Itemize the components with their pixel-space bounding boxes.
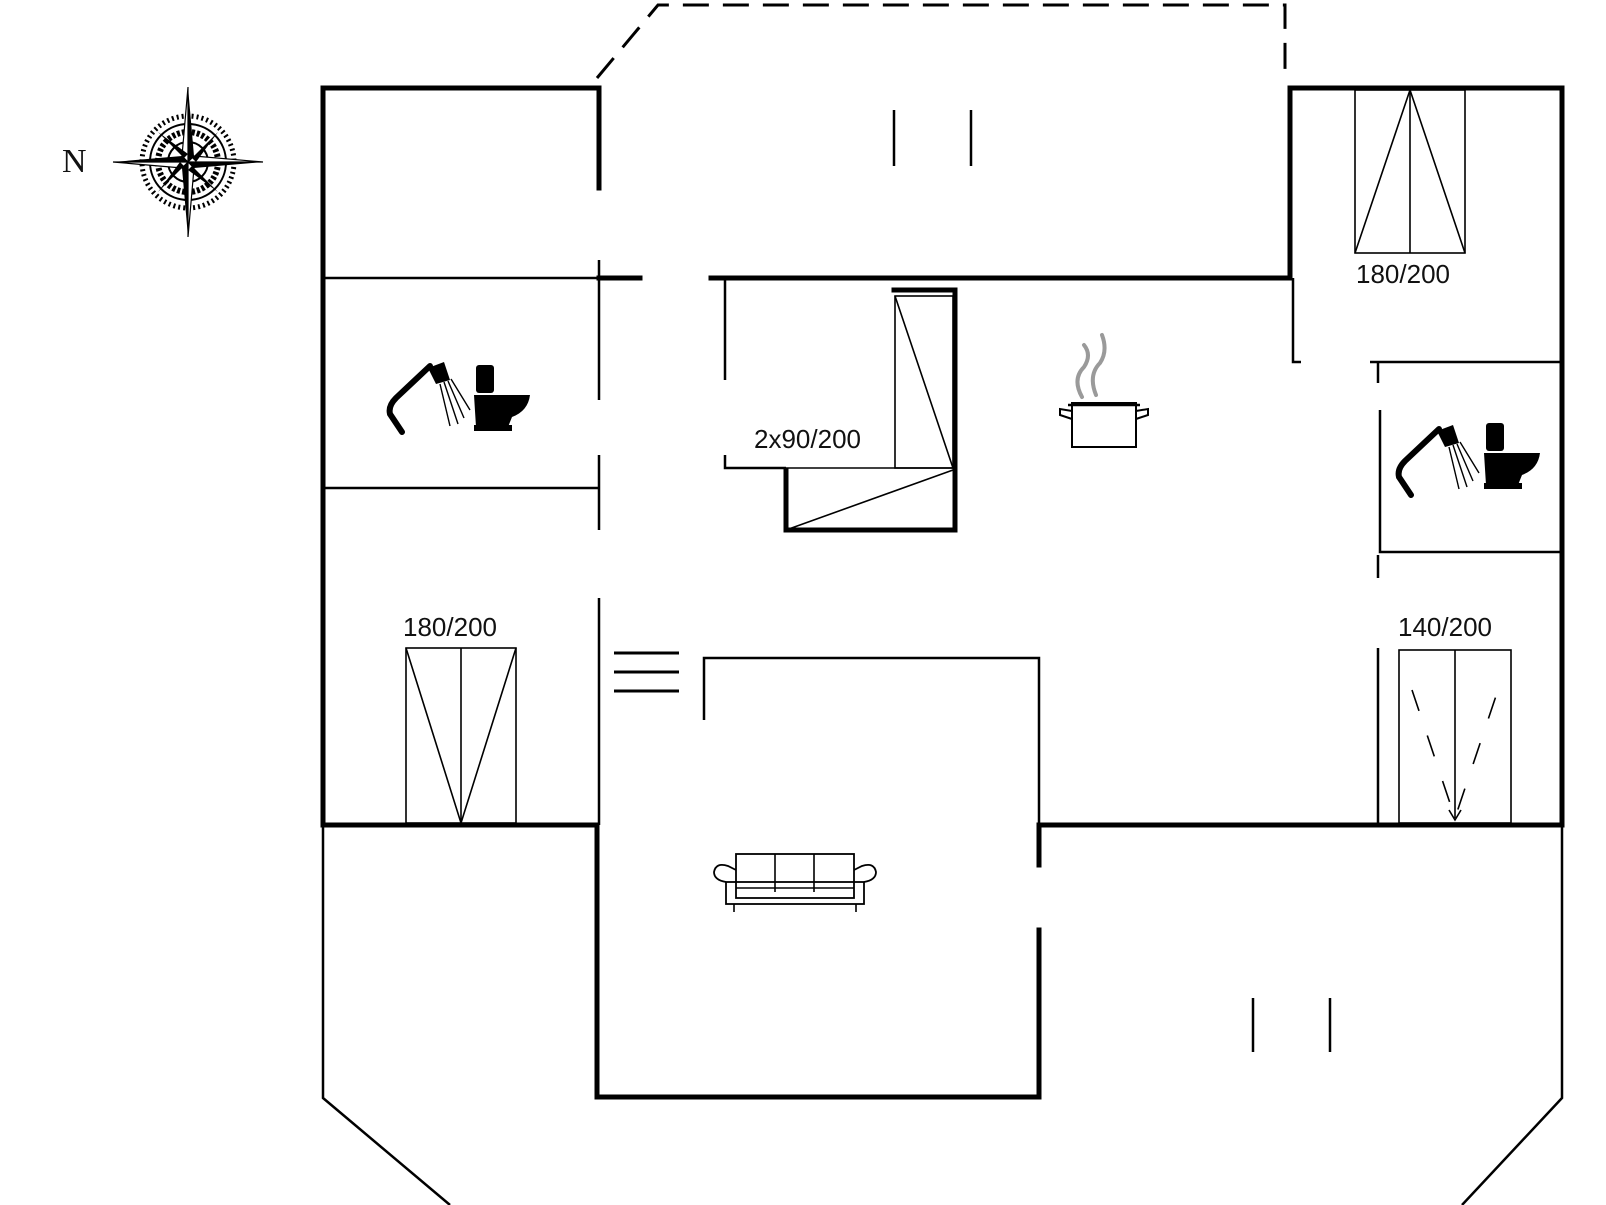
terrace-outline <box>321 825 1564 1205</box>
staircase-icon <box>783 287 958 533</box>
shower-icon <box>386 362 471 435</box>
bed-size-label: 180/200 <box>1356 259 1450 289</box>
stair-lines <box>614 651 679 693</box>
interior-walls <box>323 260 1562 825</box>
sofa-icon <box>713 853 877 912</box>
cooking-pot-icon <box>1059 333 1149 448</box>
bed-icon <box>405 647 517 826</box>
toilet-icon <box>474 365 530 431</box>
compass-icon <box>112 86 264 238</box>
bed-icon <box>1354 87 1466 254</box>
dashed-balcony-outline <box>595 3 1287 79</box>
compass-rose: N <box>62 86 264 238</box>
compass-north-label: N <box>62 143 87 180</box>
bed-size-label: 2x90/200 <box>754 424 861 454</box>
exterior-walls <box>320 85 1565 1100</box>
window-marks <box>892 110 1332 1052</box>
bed-size-label: 180/200 <box>403 612 497 642</box>
toilet-icon <box>1484 423 1540 489</box>
shower-icon <box>1395 425 1480 498</box>
bed-size-label: 140/200 <box>1398 612 1492 642</box>
bed-icon <box>1398 649 1512 824</box>
